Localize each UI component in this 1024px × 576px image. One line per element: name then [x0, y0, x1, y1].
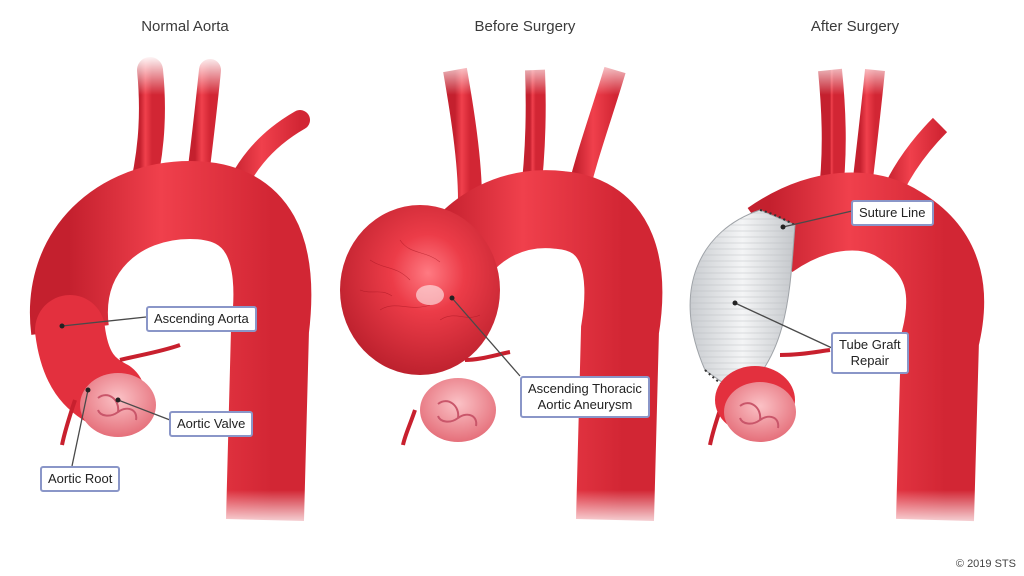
label-aortic-root: Aortic Root: [40, 466, 121, 492]
label-aortic-root-text: Aortic Root: [48, 471, 113, 486]
leader-dots: [59, 224, 786, 403]
after-surgery-illustration: [689, 55, 1000, 530]
label-aortic-valve: Aortic Valve: [169, 411, 254, 437]
panel-title-normal-aorta: Normal Aorta: [141, 18, 229, 35]
copyright-notice: © 2019 STS: [955, 558, 1016, 570]
label-tube-graft-repair: Tube Graft Repair: [831, 332, 909, 374]
label-ascending-aorta-text: Ascending Aorta: [154, 311, 249, 326]
label-tube-graft-line1: Tube Graft: [839, 337, 901, 352]
label-suture-line: Suture Line: [851, 200, 934, 226]
normal-aorta-illustration: [29, 55, 330, 530]
label-aneurysm-line2: Aortic Aneurysm: [537, 397, 633, 412]
label-aortic-aneurysm: Ascending Thoracic Aortic Aneurysm: [520, 376, 650, 418]
label-tube-graft-line2: Repair: [850, 353, 889, 368]
panel-title-before-surgery: Before Surgery: [474, 18, 576, 35]
panel-title-after-surgery: After Surgery: [810, 18, 900, 35]
leader-lines: [61, 210, 853, 467]
before-surgery-illustration: [340, 55, 680, 530]
label-ascending-aorta: Ascending Aorta: [146, 306, 257, 332]
label-aneurysm-line1: Ascending Thoracic: [528, 381, 642, 396]
label-aortic-valve-text: Aortic Valve: [177, 416, 246, 431]
label-suture-line-text: Suture Line: [859, 205, 926, 220]
